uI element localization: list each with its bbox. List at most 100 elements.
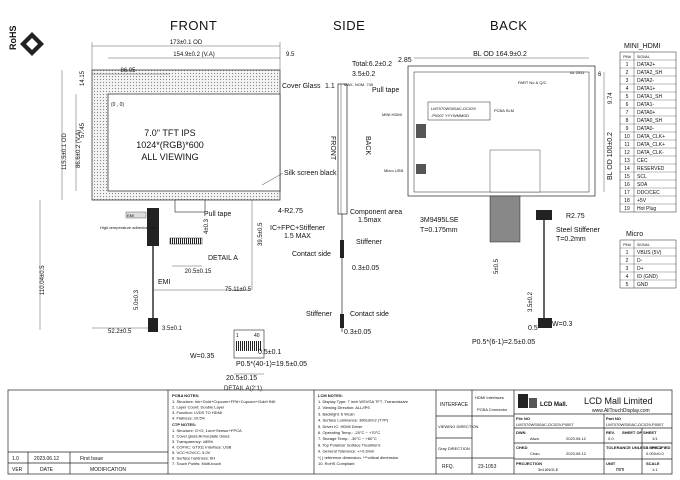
- tb-dwn-label: DWN: [516, 430, 526, 435]
- front-pull-tape: [174, 199, 206, 213]
- front-emi-height: 5.0±0.3: [134, 289, 140, 310]
- tb-chkd-name: Chao: [530, 451, 540, 456]
- back-usb-connector: [538, 318, 552, 328]
- side-cover-glass: Cover Glass: [282, 83, 321, 90]
- pin-header: PIN#: [623, 243, 631, 247]
- pin-signal: CEC: [637, 158, 648, 164]
- tb-proj-label: PROJECTION: [516, 461, 542, 466]
- signal-header: SIGNAL: [637, 243, 650, 247]
- front-pull-to-bottom: 39.5±0.5: [258, 222, 264, 246]
- back-label-line2: -P0007 YYYWMMDD: [431, 113, 469, 118]
- front-pull-offset: 4±0.3: [204, 218, 210, 234]
- back-top-margin: 6: [598, 72, 602, 78]
- tb-part-no-label: Part NO: [606, 416, 621, 421]
- front-fpc-offset: 52.2±0.5: [108, 329, 132, 335]
- front-fpc-tail: [147, 208, 159, 246]
- note-line: 5. Driver IC: HDMI Driver: [318, 424, 363, 429]
- pin-number: 9: [626, 126, 629, 132]
- pin-signal: +5V: [637, 198, 647, 204]
- front-od-height: 115.5±0.1 OD: [62, 132, 68, 170]
- side-thk2: 0.3±0.05: [344, 329, 371, 336]
- front-cable-end: [148, 318, 158, 332]
- detail-thk: 0.5±0.1: [258, 349, 281, 356]
- pcba-notes: PCBA NOTES: 1. Structure: Ink+Gold+Cupcu…: [172, 393, 276, 421]
- back-steel-thk: T=0.2mm: [556, 236, 586, 243]
- rohs-logo: RoHS: [8, 26, 44, 56]
- lcm-notes-title: LCM NOTES:: [318, 393, 343, 398]
- detail-pitch: P0.5*(40-1)=19.5±0.05: [236, 361, 307, 368]
- side-body: [337, 83, 348, 215]
- rev-row-date: 2023.06.12: [34, 456, 59, 462]
- detail-w: W=0.35: [190, 353, 214, 360]
- front-screen-line-3: ALL VIEWING: [141, 152, 198, 162]
- pin-number: 4: [626, 274, 629, 280]
- side-glass-note: MAX. NOM. 745: [344, 82, 374, 87]
- tb-rev-value: 0.0: [608, 436, 614, 441]
- front-va-offset-y: 57.45: [80, 122, 86, 138]
- tb-gray-label: Gray DIRECTION: [438, 446, 470, 451]
- tb-tol-label: TOLERANCE UNLESS SPECIFIED: [606, 445, 670, 450]
- note-line: 2. Cover glass:Armorplate Glass: [172, 434, 230, 439]
- tb-unit-value: mm: [616, 467, 624, 473]
- side-component-area: Component area: [350, 209, 402, 216]
- tb-chkd-date: 2023.06.12: [566, 451, 587, 456]
- pin-number: 17: [624, 190, 630, 196]
- rohs-label: RoHS: [8, 26, 18, 51]
- back-steel-stiffener: [536, 210, 552, 220]
- tb-tol-v2: 0.000±0.0: [646, 451, 665, 456]
- pin-number: 6: [626, 102, 629, 108]
- front-left-offset: 86.05: [120, 68, 136, 74]
- side-component-max: 1.5max: [358, 217, 381, 224]
- side-ic-fpc: IC+FPC+Stiffener: [270, 225, 326, 232]
- tb-sheet-label: SHEET OF SHEET: [622, 430, 657, 435]
- note-line: 3. Backlight: 6 Wcan: [318, 411, 354, 416]
- pin-signal: DATA0_SH: [637, 118, 662, 124]
- pin-number: 7: [626, 110, 629, 116]
- side-front-word: FRONT: [329, 136, 336, 161]
- pin-signal: SCL: [637, 174, 647, 180]
- back-w2: 0.5: [528, 325, 538, 332]
- pin-signal: DATA_CLK-: [637, 150, 664, 156]
- side-view: Total:6.2±0.2 3.5±0.2 MAX. NOM. 745 Cove…: [270, 61, 402, 336]
- back-product-label: [427, 101, 491, 121]
- tb-scale-label: SCALE: [646, 461, 660, 466]
- lcm-notes: LCM NOTES: 1. Display Type: 7 inch WSVGA…: [318, 393, 409, 466]
- rev-row-mod: First Issue: [80, 456, 103, 462]
- front-emi-small: EMI: [127, 213, 134, 218]
- back-tape-label: 3M9495LSE: [420, 217, 459, 224]
- front-pull-tape-label: Pull tape: [204, 211, 231, 218]
- pin-number: 1: [626, 62, 629, 68]
- tb-proj-value: 3rd ANGLE: [538, 467, 559, 472]
- front-va-height: 86.6±0.2 (V.A): [76, 130, 82, 168]
- detail-width: 20.5±0.15: [226, 375, 257, 382]
- note-line: 5. VCC+IOVCC: 5.0V: [172, 450, 211, 455]
- pcba-notes-title: PCBA NOTES:: [172, 393, 199, 398]
- note-line: 1. Structure: Ink+Gold+Cupcure+FPA+Cupcu…: [172, 399, 276, 404]
- note-line: 9. General Tolerance: +/-0.3mm: [318, 449, 375, 454]
- pin-signal: DDC/CEC: [637, 190, 660, 196]
- note-line: 6. Surface hardness: 6H: [172, 456, 215, 461]
- tb-rfq-label: RFQ.: [442, 464, 454, 470]
- side-stiffener-1: [340, 240, 344, 258]
- note-line: 7. Touch Points: Multi-touch: [172, 461, 221, 466]
- back-right-margin: 9.74: [608, 92, 614, 104]
- front-active-area: [107, 93, 281, 192]
- pin-signal: DATA2+: [637, 62, 655, 68]
- pin-signal: DATA_CLK+: [637, 142, 665, 148]
- side-stiffener2: Stiffener: [306, 311, 333, 318]
- back-pull-tape: Pull tape: [372, 87, 399, 94]
- tb-interface-v2: PCBA Connector: [477, 407, 508, 412]
- tb-dwn-date: 2023.06.12: [566, 436, 587, 441]
- note-line: 4. COF/IC: GT911 Interface: USB: [172, 445, 232, 450]
- back-mini-hdmi-port: [416, 124, 426, 138]
- ctp-notes-title: CTP NOTES:: [172, 422, 196, 427]
- side-total: Total:6.2±0.2: [352, 61, 392, 68]
- note-line: 2. Layer Count: Double Layer: [172, 405, 225, 410]
- front-view: (0 , 0) 7.0" TFT IPS 1024*(RGB)*600 ALL …: [39, 40, 337, 335]
- side-back-word: BACK: [364, 136, 371, 155]
- tb-file-no-label: File NO: [516, 416, 530, 421]
- back-steel-label: Steel Stiffener: [556, 227, 601, 234]
- pin-number: 16: [624, 182, 630, 188]
- back-left-margin: 2.85: [398, 57, 412, 64]
